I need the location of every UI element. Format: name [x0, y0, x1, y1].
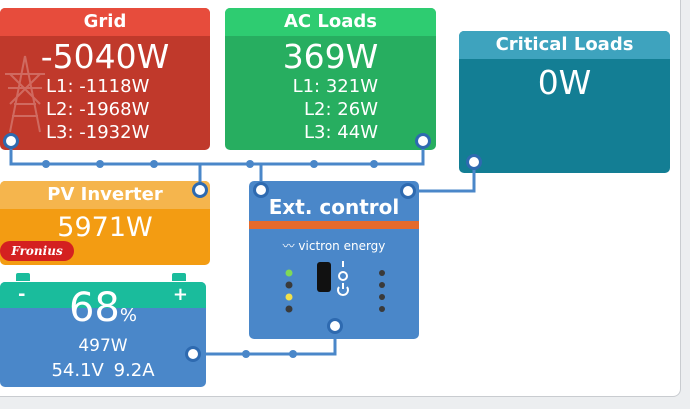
victron-wave-icon: 〰: [282, 239, 299, 253]
pv-inverter-tile[interactable]: PV Inverter 5971W Fronius: [0, 181, 210, 265]
ac-loads-power: 369W: [282, 37, 379, 76]
battery-power: 497W: [78, 336, 128, 356]
critical-loads-power: 0W: [537, 63, 592, 102]
device-front-icon: [285, 261, 385, 313]
battery-top: - +: [0, 282, 206, 308]
ext-control-title: Ext. control: [268, 195, 400, 219]
overview-panel: Grid -5040W L1: -1118W L2: -1968W L3: -1…: [0, 0, 681, 397]
switch-icon: [317, 262, 331, 292]
grid-connector: [3, 133, 19, 149]
ext-control-accent-bar: [249, 221, 419, 229]
grid-title: Grid: [0, 8, 210, 36]
ext-control-input-connector: [253, 182, 269, 198]
grid-power: -5040W: [40, 37, 170, 76]
grid-l1: L1: -1118W: [46, 76, 150, 97]
ac-loads-connector: [415, 133, 431, 149]
critical-loads-connector: [466, 154, 482, 170]
fronius-logo: Fronius: [0, 241, 74, 261]
ac-loads-l3: L3: 44W: [304, 122, 378, 143]
grid-l2: L2: -1968W: [46, 99, 150, 120]
grid-tile[interactable]: Grid -5040W L1: -1118W L2: -1968W L3: -1…: [0, 8, 210, 150]
pv-inverter-connector: [192, 182, 208, 198]
ac-loads-title: AC Loads: [225, 8, 436, 36]
ac-loads-l1: L1: 321W: [292, 76, 378, 97]
battery-plus-label: +: [172, 284, 188, 305]
ac-loads-tile[interactable]: AC Loads 369W L1: 321W L2: 26W L3: 44W: [225, 8, 436, 150]
led-green-icon: [285, 269, 293, 277]
power-icon: [337, 283, 349, 296]
battery-voltage-current: 54.1V 9.2A: [0, 360, 206, 381]
victron-logo: 〰 victron energy: [282, 239, 386, 253]
battery-terminal-plus: [172, 273, 186, 281]
critical-loads-tile[interactable]: Critical Loads 0W: [459, 31, 670, 173]
ext-control-output-connector: [400, 183, 416, 199]
battery-voltage: 54.1V: [51, 360, 104, 381]
battery-current: 9.2A: [113, 360, 155, 381]
power-tower-icon: [5, 55, 45, 133]
ext-control-tile[interactable]: Ext. control 〰 victron energy: [249, 181, 419, 339]
critical-loads-title: Critical Loads: [459, 31, 670, 59]
ext-control-dc-connector: [327, 318, 343, 334]
led-yellow-icon: [285, 293, 293, 301]
pv-inverter-title: PV Inverter: [0, 181, 210, 209]
grid-l3: L3: -1932W: [46, 122, 150, 143]
battery-soc: 68%: [68, 285, 137, 331]
battery-minus-label: -: [18, 284, 26, 305]
battery-connector: [185, 346, 201, 362]
pv-inverter-power: 5971W: [57, 212, 153, 243]
battery-tile[interactable]: - + 68% 497W 54.1V 9.2A: [0, 282, 206, 387]
ac-loads-l2: L2: 26W: [304, 99, 378, 120]
battery-terminal-minus: [16, 273, 30, 281]
connection-wires: [3, 133, 482, 362]
